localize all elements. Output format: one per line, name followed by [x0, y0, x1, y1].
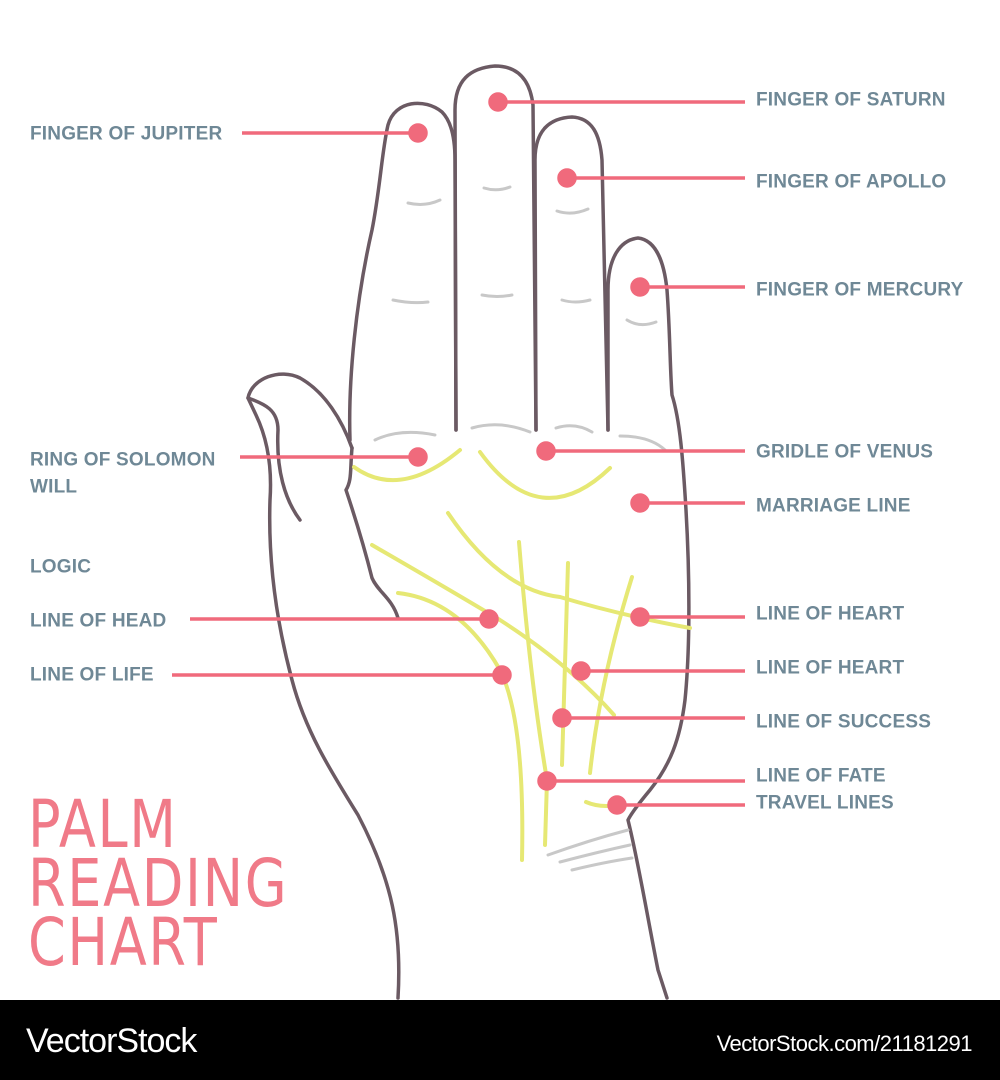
- pointer-dot-solomon: [408, 447, 428, 467]
- label-gridle-of-venus: GRIDLE OF VENUS: [756, 441, 934, 463]
- head-line: [370, 543, 616, 717]
- pointers: [172, 92, 745, 815]
- ring-of-solomon-line: [352, 448, 462, 483]
- title-line-2: READING: [28, 845, 289, 922]
- label-travel-lines: TRAVEL LINES: [756, 792, 894, 814]
- pointer-dot-life: [492, 665, 512, 685]
- label-line-of-head: LINE OF HEAD: [30, 610, 167, 632]
- pointer-dot-marriage: [630, 493, 650, 513]
- label-ring-of-solomon: RING OF SOLOMON: [30, 449, 216, 471]
- pointer-dot-apollo: [557, 168, 577, 188]
- pointer-dot-jupiter: [408, 123, 428, 143]
- fate-line: [517, 540, 550, 847]
- pointer-dot-saturn: [488, 92, 508, 112]
- title-line-1: PALM: [28, 786, 178, 863]
- label-line-of-success: LINE OF SUCCESS: [756, 711, 932, 733]
- girdle-of-venus-line: [478, 450, 612, 500]
- watermark-bar: VectorStock VectorStock.com/21181291: [0, 1000, 1000, 1080]
- watermark-brand: VectorStock: [26, 1022, 197, 1060]
- label-finger-of-jupiter: FINGER OF JUPITER: [30, 123, 223, 145]
- pointer-dot-head: [479, 609, 499, 629]
- label-finger-of-mercury: FINGER OF MERCURY: [756, 279, 964, 301]
- secondary-line: [588, 575, 634, 775]
- label-finger-of-apollo: FINGER OF APOLLO: [756, 171, 947, 193]
- success-line: [560, 561, 570, 767]
- life-line: [396, 591, 525, 862]
- label-will: WILL: [30, 476, 78, 498]
- finger-creases: [373, 185, 667, 872]
- label-line-of-fate: LINE OF FATE: [756, 765, 886, 787]
- palm-illustration: [172, 64, 745, 1000]
- label-line-of-heart-2: LINE OF HEART: [756, 657, 905, 679]
- label-finger-of-saturn: FINGER OF SATURN: [756, 89, 946, 111]
- pointer-dot-heart1: [630, 607, 650, 627]
- title-line-3: CHART: [28, 904, 219, 981]
- pointer-dot-mercury: [630, 277, 650, 297]
- pointer-dot-fate: [537, 771, 557, 791]
- label-line-of-life: LINE OF LIFE: [30, 664, 154, 686]
- watermark-url: VectorStock.com/21181291: [716, 1031, 973, 1056]
- palm-lines: [352, 448, 692, 862]
- hand-outline: [246, 64, 691, 1000]
- pointer-dot-travel: [607, 795, 627, 815]
- label-line-of-heart: LINE OF HEART: [756, 603, 905, 625]
- label-logic: LOGIC: [30, 556, 92, 578]
- label-marriage-line: MARRIAGE LINE: [756, 495, 911, 517]
- pointer-dot-heart2: [571, 661, 591, 681]
- pointer-dot-venus: [536, 441, 556, 461]
- pointer-dot-success: [552, 708, 572, 728]
